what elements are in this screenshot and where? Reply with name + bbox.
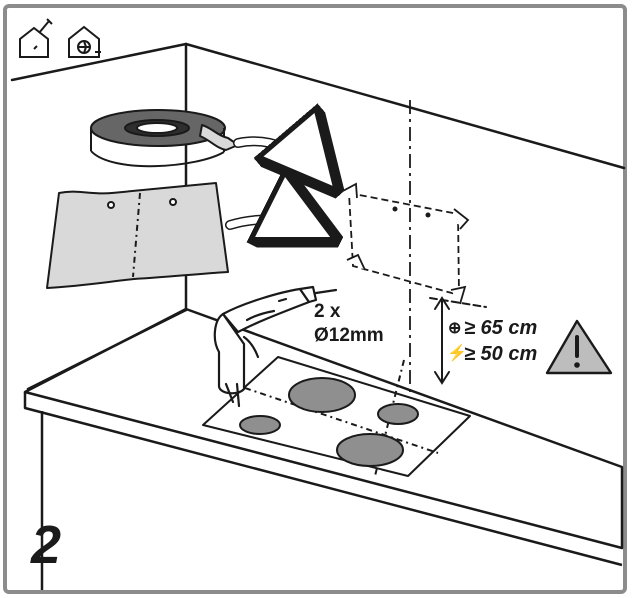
tape-roll-icon xyxy=(90,109,239,168)
electric-clearance-label: ≥ 65 cm xyxy=(464,317,537,339)
house-tool-icon xyxy=(19,18,53,58)
template-arrow-inner xyxy=(226,220,328,236)
gas-clearance-symbol: ⚡ xyxy=(447,343,467,362)
electric-clearance-symbol: ⊕ xyxy=(448,320,461,337)
burner-front-right xyxy=(336,433,404,467)
house-fan-icon xyxy=(68,25,101,58)
drill-quantity-label: 2 x xyxy=(314,301,341,322)
paper-template-icon xyxy=(46,182,229,289)
warning-triangle-icon xyxy=(545,319,613,375)
burner-front-left xyxy=(239,415,281,435)
gas-clearance-label: ≥ 50 cm xyxy=(464,343,537,365)
mounted-template xyxy=(340,182,470,305)
countertop xyxy=(23,307,624,590)
burner-rear-right xyxy=(377,403,419,425)
clearance-dimension xyxy=(429,296,487,385)
drill-hole-size-label: Ø12mm xyxy=(314,325,384,346)
burner-rear-left xyxy=(288,377,356,413)
step-number: 2 xyxy=(30,515,61,575)
cooktop xyxy=(202,356,471,477)
drill-icon xyxy=(213,285,338,408)
